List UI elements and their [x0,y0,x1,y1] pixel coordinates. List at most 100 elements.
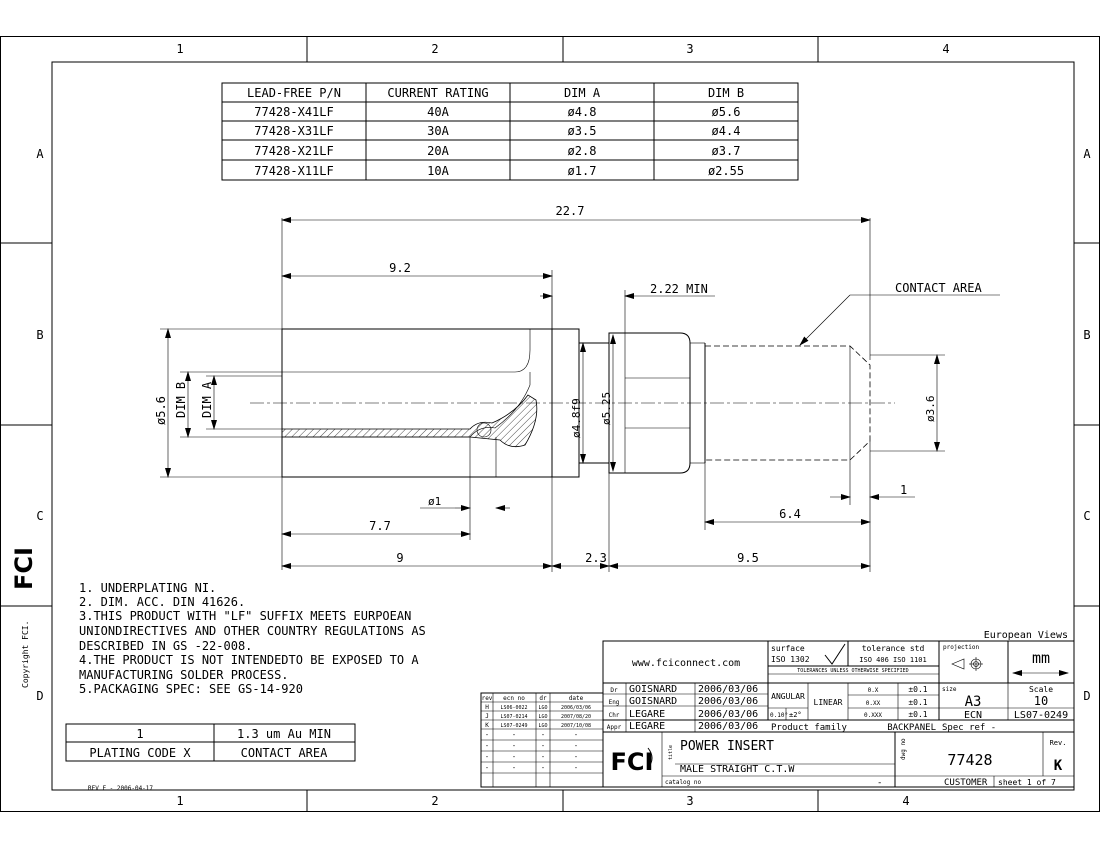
plating-cell: PLATING CODE X [89,746,191,760]
rev-cell: - [574,742,578,750]
projection-label: projection [943,644,980,651]
pn-cell: ø4.8 [568,105,597,119]
product-family: BACKPANEL [887,723,936,733]
rev-cell: 2006/03/06 [561,705,591,711]
linear-tol-cell: 0.X [868,687,879,694]
table-row: 77428-X31LF 30A ø3.5 ø4.4 [254,124,740,138]
plating-table: 1 1.3 um Au MIN PLATING CODE X CONTACT A… [65,723,356,762]
rev-cell: - [512,742,516,750]
sign-cell: Eng [609,699,620,706]
pn-cell: ø1.7 [568,164,597,178]
sign-cell: Dr [610,687,618,694]
tolerance-label: tolerance std [862,644,925,653]
zone-row-d-right: D [1083,689,1090,703]
title-block: European Views www.fciconnect.com surfac… [480,630,1075,788]
rev-cell: - [574,731,578,739]
note-line: 5.PACKAGING SPEC: SEE GS-14-920 [79,682,303,696]
pn-cell: 20A [427,144,449,158]
dimensions: 22.7 9.2 2.22 MIN CONTACT AREA ø5.6 DIM … [154,204,1000,572]
dim-overall: 22.7 [556,204,585,218]
product-family-label: Product family [771,723,847,733]
zone-col-1: 1 [176,42,183,56]
rev-cell: - [512,731,516,739]
linear-label: LINEAR [814,698,843,707]
note-line: 2. DIM. ACC. DIN 41626. [79,595,245,609]
linear-tol-cell: 0.XXX [864,712,882,719]
spec-ref: Spec ref - [942,723,996,733]
rev-cell: - [541,764,545,772]
plating-cell: CONTACT AREA [241,746,328,760]
copyright-text: Copyright FCI. [21,621,30,688]
rev-cell: LGO [538,714,547,720]
sign-cell: GOISNARD [629,696,677,707]
ecn-value: LS07-0249 [1014,710,1068,721]
table-row: 77428-X41LF 40A ø4.8 ø5.6 [254,105,740,119]
revision-table: rev ecn no dr date H LS06-0022 LGO 2006/… [480,692,604,788]
rev-header-cell: dr [539,695,547,702]
linear-tol-cell: ±0.1 [908,685,927,694]
pn-cell: 77428-X11LF [254,164,333,178]
pn-cell: 10A [427,164,449,178]
dim-2-22-min: 2.22 MIN [650,282,708,296]
zone-col-2-bottom: 2 [431,794,438,808]
pn-cell: ø3.5 [568,124,597,138]
zone-col-3-bottom: 3 [686,794,693,808]
table-row: 77428-X21LF 20A ø2.8 ø3.7 [254,144,740,158]
catalog-value: - [877,778,882,788]
table-row: - - - - [485,753,578,761]
pn-cell: 77428-X31LF [254,124,333,138]
hatched-section [281,394,538,448]
size-label: size [942,686,957,693]
table-row: 77428-X11LF 10A ø1.7 ø2.55 [254,164,744,178]
note-line: 1. UNDERPLATING NI. [79,581,216,595]
contact-pin [705,345,871,461]
zone-row-a-right: A [1083,147,1091,161]
table-row: H LS06-0022 LGO 2006/03/06 [485,704,591,711]
dim-a-label: DIM A [200,381,214,418]
ecn-label: ECN [964,710,982,721]
rev-cell: - [485,742,489,750]
table-row: - - - - [485,742,578,750]
zone-row-c: C [36,509,43,523]
table-row: Eng GOISNARD 2006/03/06 [609,696,759,707]
drawing-number: 77428 [947,751,992,769]
zone-row-d: D [36,689,43,703]
zone-labels: 1 2 3 4 1 2 3 4 A B C D A B C D [36,42,1091,808]
zone-row-b-right: B [1083,328,1090,342]
scale-label: Scale [1029,685,1053,694]
rev-cell: - [541,731,545,739]
pn-header-cell: LEAD-FREE P/N [247,86,341,100]
side-logo-text: FCI [10,547,38,590]
dim-dia-5-25: ø5.25 [600,392,613,425]
pn-cell: ø2.8 [568,144,597,158]
rev-cell: LGO [538,723,547,729]
zone-row-b: B [36,328,43,342]
size-value: A3 [965,694,982,710]
pn-header-cell: CURRENT RATING [387,86,488,100]
sign-cell: Appr [607,724,622,731]
zone-col-4: 4 [942,42,949,56]
pn-cell: ø2.55 [708,164,744,178]
rev-cell: - [574,753,578,761]
sheet-info: sheet 1 of 7 [998,778,1056,787]
drawing-title: POWER INSERT [680,739,774,754]
website: www.fciconnect.com [632,658,740,669]
rev-cell: LS06-0022 [500,705,527,711]
rev-stamp: REV F - 2006-04-17 [88,785,153,792]
sign-cell: LEGARE [629,721,665,732]
drawing-subtitle: MALE STRAIGHT C.T.W [680,764,795,775]
dim-9-5: 9.5 [737,551,759,565]
dim-9: 9 [396,551,403,565]
dim-2-3: 2.3 [585,551,607,565]
note-line: UNIONDIRECTIVES AND OTHER COUNTRY REGULA… [79,624,426,638]
rev-cell: H [485,704,489,711]
zone-col-3: 3 [686,42,693,56]
sign-cell: Chr [609,712,620,719]
rev-cell: 2007/10/08 [561,723,591,729]
signature-table: Dr GOISNARD 2006/03/06 Eng GOISNARD 2006… [603,683,1074,733]
zone-col-4-bottom: 4 [902,794,909,808]
zone-col-1-bottom: 1 [176,794,183,808]
rev-cell: - [541,753,545,761]
zone-row-a: A [36,147,44,161]
pn-cell: ø5.6 [712,105,741,119]
